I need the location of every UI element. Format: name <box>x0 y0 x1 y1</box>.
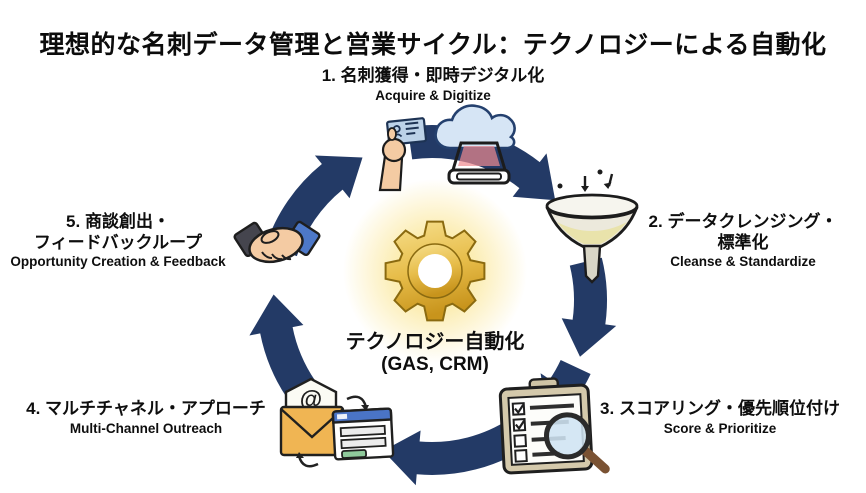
step-5-label-jp: 5. 商談創出・ フィードバックループ <box>33 212 203 252</box>
step-2-label-en: Cleanse & Standardize <box>670 254 816 270</box>
step-5-label: 5. 商談創出・ フィードバックループ Opportunity Creation… <box>0 212 242 270</box>
scan-beam <box>458 146 500 166</box>
step-3-label-en: Score & Prioritize <box>663 420 777 436</box>
step-4-label-en: Multi-Channel Outreach <box>69 420 223 436</box>
business-card-scan-icon <box>378 104 516 192</box>
step-1-label-en: Acquire & Digitize <box>375 87 491 103</box>
center-label: テクノロジー自動化 (GAS, CRM) <box>317 331 553 377</box>
cycle-arrow-segment <box>561 257 617 357</box>
submit-button <box>341 449 367 459</box>
gear-icon <box>343 179 527 363</box>
step-4-label: 4. マルチチャネル・アプローチ Multi-Channel Outreach <box>2 399 290 436</box>
cloud <box>434 104 516 150</box>
center-label-jp: テクノロジー自動化 <box>345 331 525 353</box>
cycle-arrow-top <box>346 395 368 408</box>
email-form-icon: @ <box>279 377 395 468</box>
web-form-window <box>331 407 395 461</box>
page-title: 理想的な名刺データ管理と営業サイクル：テクノロジーによる自動化 <box>39 30 827 59</box>
step-3-label-jp: 3. スコアリング・優先順位付け <box>600 399 840 418</box>
checklist-magnifier-icon <box>498 377 610 475</box>
funnel-icon <box>545 169 639 284</box>
step-4-label-jp: 4. マルチチャネル・アプローチ <box>26 399 266 418</box>
magnifier-handle <box>579 445 610 474</box>
cycle-arrow-ring <box>249 124 617 486</box>
handshake-icon <box>233 220 321 264</box>
step-1-label-jp: 1. 名刺獲得・即時デジタル化 <box>321 66 545 85</box>
step-2-label-jp: 2. データクレンジング・ 標準化 <box>648 212 838 252</box>
at-symbol: @ <box>300 386 322 412</box>
step-3-label: 3. スコアリング・優先順位付け Score & Prioritize <box>574 399 866 436</box>
cycle-arrow-bottom <box>297 455 319 468</box>
cycle-arrow-segment <box>383 417 530 486</box>
step-2-label: 2. データクレンジング・ 標準化 Cleanse & Standardize <box>620 212 866 270</box>
magnifier-lens <box>543 412 591 460</box>
funnel-liquid <box>557 222 627 244</box>
center-label-sub: (GAS, CRM) <box>381 354 489 375</box>
step-5-label-en: Opportunity Creation & Feedback <box>10 254 226 270</box>
step-1-label: 1. 名刺獲得・即時デジタル化 Acquire & Digitize <box>273 66 593 103</box>
